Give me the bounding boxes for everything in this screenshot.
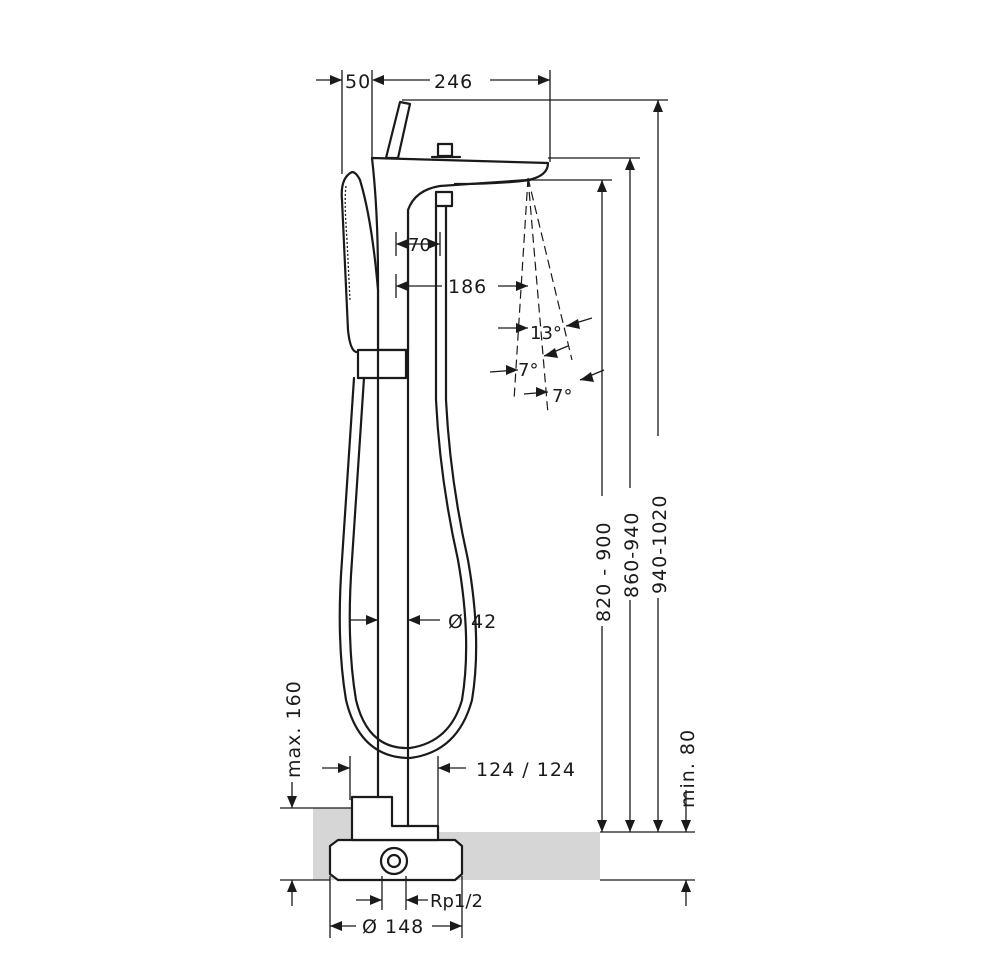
- dim-rp: Rp1/2: [356, 876, 483, 912]
- arrow-124-left: [338, 763, 350, 773]
- connection-nut: [379, 846, 409, 876]
- spray-axis-center: [527, 177, 549, 415]
- diverter-knob: [436, 142, 454, 158]
- box-flange: [350, 795, 440, 842]
- hand-shower-head: [340, 170, 380, 354]
- dim-max-160: max. 160: [280, 680, 352, 906]
- arrow-186-right: [516, 281, 528, 291]
- arrow-70-left: [396, 239, 408, 249]
- dim-186: 186: [395, 274, 528, 298]
- label-diameter-42: Ø 42: [448, 611, 497, 633]
- arrow-246-right: [538, 75, 550, 85]
- spout: [370, 156, 550, 352]
- arrow-50-left: [330, 75, 342, 85]
- arrow-820-top: [597, 180, 607, 192]
- floor-section: [313, 808, 695, 881]
- arrow-7a-left: [506, 365, 518, 375]
- arrow-min80-bottom: [681, 880, 691, 892]
- arrow-rp-right: [406, 895, 418, 905]
- label-50: 50: [345, 71, 371, 93]
- label-860-940: 860-940: [621, 512, 643, 598]
- arrow-7b-right: [580, 372, 594, 382]
- label-max-160: max. 160: [283, 680, 305, 778]
- dim-top: 50 246: [316, 70, 551, 174]
- spray-axis-left: [513, 177, 529, 401]
- arrow-940-top: [653, 100, 663, 112]
- label-186: 186: [448, 276, 487, 298]
- label-820-900: 820 - 900: [593, 522, 615, 622]
- spray-axis-right: [527, 177, 573, 361]
- arrow-148-left: [330, 921, 342, 931]
- label-70: 70: [408, 235, 431, 256]
- spout-body: [370, 100, 550, 352]
- arrow-7b-left: [536, 387, 548, 397]
- installation-box: [328, 795, 464, 882]
- lever-handle: [384, 100, 412, 160]
- hose-outlet: [434, 190, 454, 208]
- arrow-820-bottom: [597, 820, 607, 832]
- arrow-max160-top: [287, 796, 297, 808]
- arrow-186-left: [396, 281, 408, 291]
- arrow-42-right: [408, 615, 420, 625]
- arrow-50-right: [372, 75, 384, 85]
- arrow-7a-right: [544, 348, 558, 358]
- dim-diameter-148: Ø 148: [329, 876, 463, 938]
- arrow-min80-top: [681, 820, 691, 832]
- label-124-124: 124 / 124: [476, 759, 576, 781]
- shower-hose: [338, 204, 478, 760]
- label-246: 246: [434, 71, 473, 93]
- label-13: 13°: [530, 323, 562, 344]
- floor-fill-right: [436, 832, 600, 880]
- label-7-left: 7°: [518, 360, 538, 381]
- label-diameter-148: Ø 148: [362, 916, 424, 938]
- arrow-13-left: [516, 323, 528, 333]
- label-min-80: min. 80: [677, 729, 699, 808]
- arrow-148-right: [450, 921, 462, 931]
- arrow-13-right: [566, 319, 580, 329]
- arrow-940-bottom: [653, 820, 663, 832]
- spray-angle-lines: [513, 177, 573, 415]
- arrow-70-right: [428, 239, 440, 249]
- dim-angles: 13° 7° 7°: [489, 317, 605, 407]
- dim-heights: 820 - 900 860-940 940-1020 min. 80: [402, 99, 699, 906]
- dim-diameter-42: Ø 42: [350, 611, 497, 633]
- dim-124: 124 / 124: [322, 756, 576, 826]
- hose-inner: [338, 204, 478, 760]
- dim-70: 70: [395, 232, 441, 256]
- spout-curve: [453, 178, 532, 186]
- hose-outer: [348, 204, 468, 750]
- arrow-max160-bottom: [287, 880, 297, 892]
- hand-shower-spray-face: [344, 185, 351, 301]
- arrow-124-right: [438, 763, 450, 773]
- label-940-1020: 940-1020: [649, 495, 671, 594]
- label-7-right: 7°: [552, 386, 572, 407]
- connection-bore: [386, 853, 402, 869]
- hand-shower: [340, 170, 408, 380]
- arrow-rp-left: [370, 895, 382, 905]
- arrow-42-left: [366, 615, 378, 625]
- label-rp-1-2: Rp1/2: [430, 891, 483, 912]
- arrow-860-bottom: [625, 820, 635, 832]
- arrow-860-top: [625, 158, 635, 170]
- shower-holder: [356, 348, 408, 380]
